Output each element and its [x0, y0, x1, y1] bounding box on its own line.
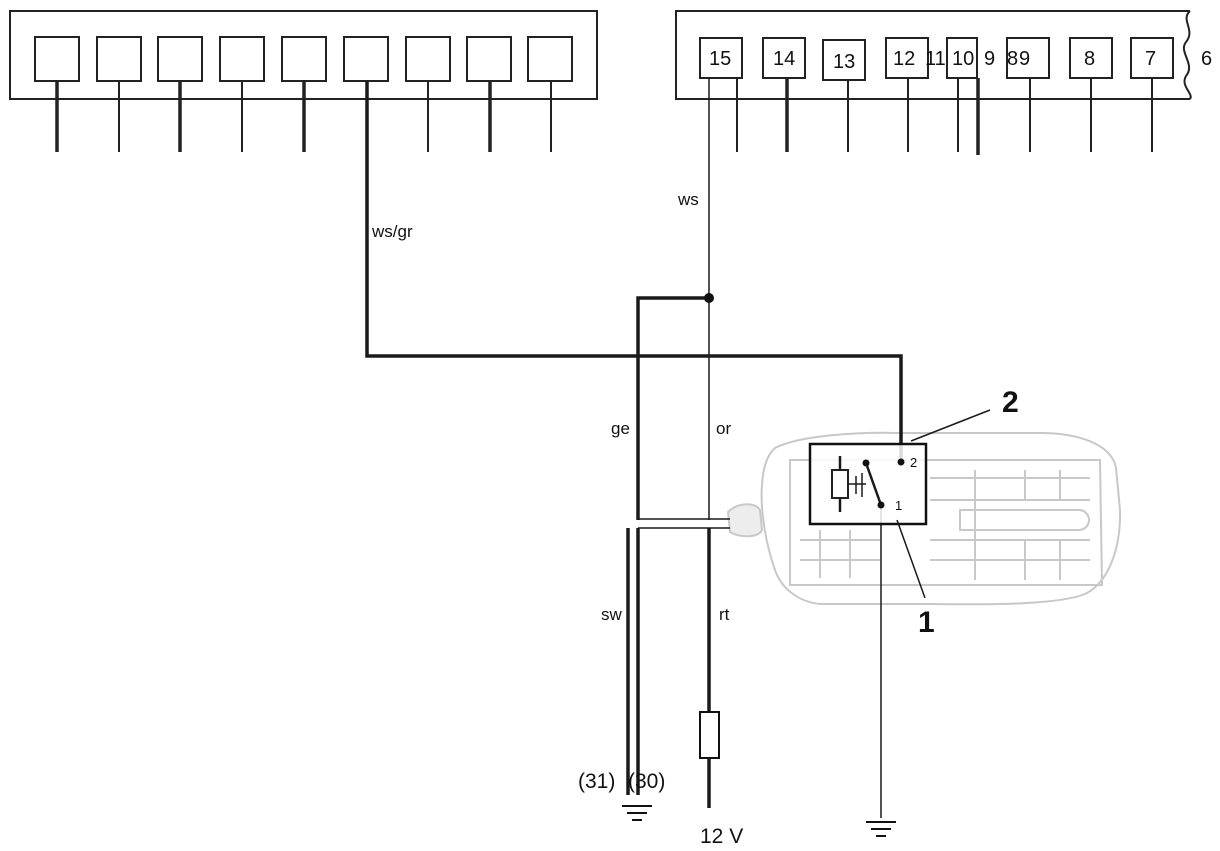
vehicle-seat-dividers — [974, 470, 1061, 580]
pin-label-6: 6 — [1201, 48, 1212, 70]
relay-terminal-1-dot — [877, 501, 885, 509]
pin-label-14: 14 — [773, 48, 795, 70]
terminal-label-12v: 12 V — [700, 825, 743, 848]
pin-label-8: 8 — [1084, 48, 1095, 70]
pin-label-8-left: 8 — [1007, 48, 1018, 70]
vehicle-body-inner — [789, 459, 1104, 586]
connector-left — [9, 10, 598, 152]
relay-terminal-1-label: 1 — [895, 498, 902, 513]
wire-label-ws: ws — [677, 190, 699, 209]
connector-right-leads — [736, 78, 1153, 155]
connector-right-pins — [699, 37, 1174, 81]
relay-box — [808, 442, 928, 526]
connector-right-pin-14 — [762, 37, 806, 79]
connector-left-pin-8 — [466, 36, 512, 82]
connector-right-pin-13 — [822, 39, 866, 81]
wire-label-or: or — [716, 419, 731, 438]
vehicle-connector-plug — [726, 503, 764, 538]
connector-left-pin-1 — [34, 36, 80, 82]
fuse — [699, 711, 720, 759]
wire-ge — [636, 296, 709, 520]
connector-right-pin-89 — [1006, 37, 1050, 79]
connector-right-pin-labels: 15 14 13 12 11 10 9 8 9 8 7 6 — [709, 48, 1212, 73]
callout-1-leader — [896, 519, 926, 599]
vehicle-body — [760, 431, 1122, 606]
relay-pivot — [862, 459, 870, 467]
connector-right: 15 14 13 12 11 10 9 8 9 8 7 6 — [675, 10, 1212, 155]
vehicle-seats — [930, 477, 1090, 561]
connector-left-pin-9 — [527, 36, 573, 82]
pin-label-12: 12 — [893, 48, 915, 70]
relay-switch-blade — [864, 462, 883, 506]
vehicle-tunnel — [959, 509, 1090, 531]
wires — [365, 78, 903, 818]
connector-left-pin-3 — [157, 36, 203, 82]
pin-label-9: 9 — [984, 48, 995, 70]
vehicle-front-grid — [800, 530, 880, 578]
connector-left-pin-6 — [343, 36, 389, 82]
relay-terminal-2-label: 2 — [910, 455, 917, 470]
connector-right-pin-10 — [946, 37, 978, 79]
wire-label-ws-gr: ws/gr — [371, 222, 413, 241]
ground-relay — [866, 821, 896, 837]
connector-left-pin-5 — [281, 36, 327, 82]
pin-label-11: 11 — [925, 48, 946, 70]
relay: 2 1 — [808, 442, 928, 526]
junction-dot — [704, 293, 714, 303]
pin-label-9-right: 9 — [1019, 48, 1030, 70]
wire-label-sw: sw — [601, 605, 623, 624]
vehicle-outline — [726, 431, 1122, 606]
connector-left-pin-7 — [405, 36, 451, 82]
pin-label-13: 13 — [833, 51, 855, 73]
callout-2-leader — [910, 409, 991, 442]
callout-1: 1 — [918, 606, 935, 639]
connector-right-pin-8 — [1069, 37, 1113, 79]
relay-coil — [831, 469, 849, 499]
terminal-labels: (31) (30) 12 V — [578, 770, 743, 848]
wire-labels: ws ws/gr ge or sw rt — [371, 190, 731, 624]
connector-right-break — [1183, 10, 1192, 100]
terminal-label-31: (31) — [578, 770, 615, 793]
callout-2: 2 — [1002, 386, 1019, 419]
connector-left-pin-2 — [96, 36, 142, 82]
wire-label-ge: ge — [611, 419, 630, 438]
relay-terminal-2-dot — [897, 458, 905, 466]
connector-right-frame — [675, 10, 1190, 100]
connector-left-pins — [34, 36, 573, 82]
pin-label-15: 15 — [709, 48, 731, 70]
wire-label-rt: rt — [719, 605, 730, 624]
terminal-label-30: (30) — [628, 770, 665, 793]
connector-right-pin-15 — [699, 37, 743, 79]
connector-left-leads — [55, 81, 552, 152]
relay-hatch — [855, 473, 863, 497]
ground-left — [622, 805, 652, 821]
pin-label-10: 10 — [952, 48, 974, 70]
connector-left-pin-4 — [219, 36, 265, 82]
pin-label-7: 7 — [1145, 48, 1156, 70]
connector-right-pin-12 — [885, 37, 929, 79]
wire-ws-gr — [365, 81, 903, 462]
callouts: 2 1 — [896, 386, 1019, 639]
